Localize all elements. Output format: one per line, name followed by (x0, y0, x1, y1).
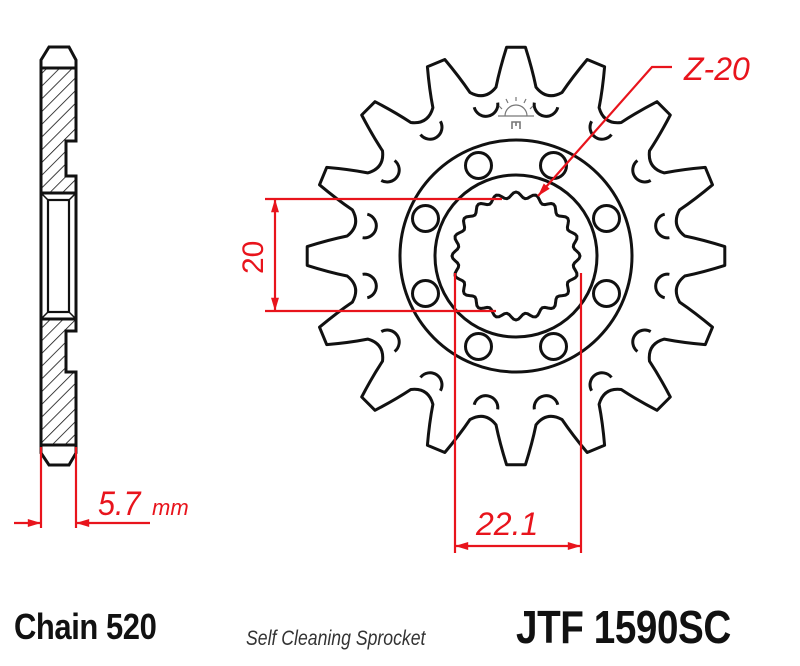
bolt-holes (411, 151, 621, 361)
root-pocket (419, 371, 444, 392)
thickness-value: 5.7 (98, 485, 141, 523)
side-spline-inner (46, 198, 71, 314)
root-pocket (532, 394, 560, 410)
side-view-cross-section (39, 45, 78, 467)
root-pocket (588, 120, 613, 141)
part-number: JTF 1590SC (516, 601, 731, 653)
spline-outer-label: 22.1 (475, 506, 538, 542)
sun-logo-icon (498, 97, 534, 129)
spline-inner-label: 20 (237, 241, 270, 274)
spline-bore (450, 190, 582, 322)
side-upper-section (39, 66, 78, 195)
root-pocket (362, 272, 378, 300)
bolt-hole (411, 279, 440, 308)
root-pocket (654, 272, 670, 300)
side-bottom-tooth (39, 443, 78, 467)
chain-size-label: Chain 520 (14, 606, 157, 647)
self-cleaning-root-pockets (362, 102, 670, 410)
bolt-hole (592, 279, 621, 308)
side-top-tooth (39, 45, 78, 70)
thickness-unit: mm (152, 495, 189, 520)
product-subtitle: Self Cleaning Sprocket (246, 627, 426, 650)
root-pocket (472, 394, 500, 410)
root-pocket (588, 371, 613, 392)
bolt-hole (464, 151, 493, 180)
spline-dimension-lines (265, 65, 672, 553)
thickness-dimension (14, 447, 150, 528)
bolt-hole (464, 332, 493, 361)
root-pocket (362, 212, 378, 240)
side-lower-section (39, 317, 78, 447)
root-pocket (472, 102, 500, 118)
side-spline-window (39, 191, 78, 321)
root-pocket (380, 159, 401, 184)
root-pocket (631, 328, 652, 353)
bolt-hole (592, 204, 621, 233)
sprocket-front-view (305, 45, 727, 467)
spline-count-label: Z-20 (683, 51, 750, 87)
root-pocket (532, 102, 560, 118)
root-pocket (631, 159, 652, 184)
hub-outer-circle (398, 138, 634, 374)
hub-inner-circle (433, 173, 599, 339)
root-pocket (654, 212, 670, 240)
root-pocket (380, 328, 401, 353)
bolt-hole (539, 332, 568, 361)
bolt-hole (539, 151, 568, 180)
bolt-hole (411, 204, 440, 233)
root-pocket (419, 120, 444, 141)
